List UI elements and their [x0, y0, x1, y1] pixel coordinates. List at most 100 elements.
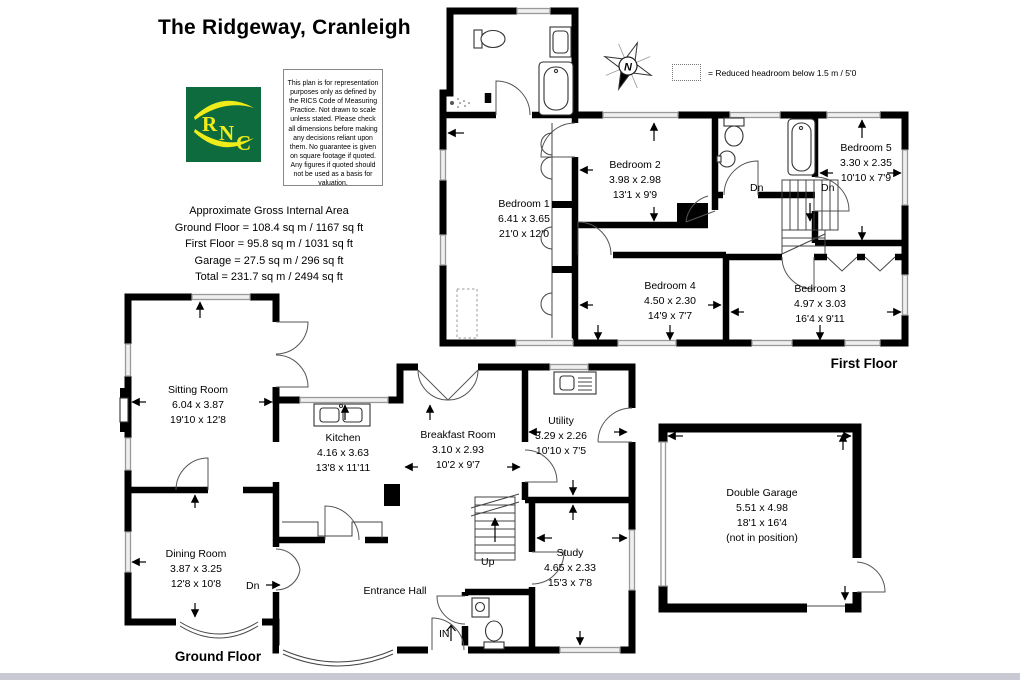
wall-pier — [384, 484, 400, 506]
toilet-icon — [723, 117, 745, 147]
room-dims-imperial: 12'8 x 10'8 — [170, 577, 222, 590]
room-label-bedroom-4: Bedroom 4 4.50 x 2.30 14'9 x 7'7 — [600, 279, 740, 324]
wc-fixtures — [471, 597, 505, 650]
compass-north-label: N — [624, 62, 633, 74]
room-name: Bedroom 2 — [609, 159, 661, 171]
toilet-icon — [483, 620, 505, 650]
room-name: Bedroom 5 — [840, 142, 892, 154]
garage-side-door — [851, 558, 886, 593]
room-dims-imperial: 19'10 x 12'8 — [170, 413, 226, 426]
garage-window — [657, 441, 669, 587]
room-label-double-garage: Double Garage 5.51 x 4.98 18'1 x 16'4 (n… — [682, 486, 842, 546]
stairs-first-floor — [781, 179, 839, 255]
stairs-ground-floor — [470, 493, 520, 561]
sink-icon — [549, 26, 572, 58]
room-dims-metric: 4.97 x 3.03 — [794, 297, 846, 310]
room-dims-imperial: 10'10 x 7'5 — [535, 444, 587, 457]
room-label-utility: Utility 3.29 x 2.26 10'10 x 7'5 — [491, 414, 631, 459]
ground-floor-windows — [123, 292, 637, 655]
room-name: Bedroom 1 — [498, 198, 550, 210]
room-name: Double Garage — [726, 487, 798, 499]
room-label-breakfast-room: Breakfast Room 3.10 x 2.93 10'2 x 9'7 — [388, 428, 528, 473]
dimension-arrows — [131, 301, 628, 646]
room-label-bedroom-1: Bedroom 1 6.41 x 3.65 21'0 x 12'0 — [454, 197, 594, 242]
room-name: Bedroom 4 — [644, 280, 696, 292]
room-label-bedroom-2: Bedroom 2 3.98 x 2.98 13'1 x 9'9 — [565, 158, 705, 203]
logo-letter-n: N — [219, 121, 234, 145]
logo-letter-r: R — [202, 112, 218, 136]
room-dims-imperial: 16'4 x 9'11 — [795, 312, 845, 325]
reduced-headroom-text: = Reduced headroom below 1.5 m / 5'0 — [708, 67, 857, 78]
room-dims-imperial: 21'0 x 12'0 — [498, 227, 550, 240]
kitchen-sink-icon — [313, 403, 371, 427]
room-name: Sitting Room — [167, 384, 229, 396]
first-floor-windows — [438, 6, 910, 348]
dn-label-first-left: Dn — [750, 182, 764, 194]
reduced-headroom-legend: = Reduced headroom below 1.5 m / 5'0 — [672, 64, 856, 81]
fireplace — [119, 388, 129, 432]
room-dims-imperial: 14'9 x 7'7 — [647, 309, 693, 322]
dimension-arrows — [667, 431, 852, 601]
room-dims-imperial: 13'1 x 9'9 — [612, 188, 658, 201]
garage-door-opening — [807, 602, 845, 614]
room-name: Study — [556, 547, 584, 559]
area-heading: Approximate Gross Internal Area — [189, 205, 349, 217]
first-floor-doors — [495, 80, 850, 290]
garage-plan — [657, 423, 886, 614]
area-summary: Approximate Gross Internal Area Ground F… — [130, 203, 408, 286]
sink-icon — [716, 150, 736, 168]
room-dims-metric: 4.65 x 2.33 — [544, 561, 596, 574]
logo-letter-c: C — [236, 131, 251, 155]
dn-label-ground: Dn — [246, 580, 260, 592]
room-label-study: Study 4.65 x 2.33 15'3 x 7'8 — [500, 546, 640, 591]
shower-icon — [450, 98, 470, 108]
room-dims-metric: 4.16 x 3.63 — [317, 446, 369, 459]
room-name: Dining Room — [165, 548, 227, 560]
room-dims-metric: 3.98 x 2.98 — [609, 173, 661, 186]
bathroom-fixtures — [450, 26, 574, 116]
room-name: Bedroom 3 — [794, 283, 846, 295]
room-dims-metric: 4.50 x 2.30 — [644, 294, 696, 307]
dimension-arrows — [447, 119, 902, 341]
logo-background — [186, 87, 261, 162]
first-floor-walls — [439, 7, 909, 347]
room-dims-imperial: 15'3 x 7'8 — [547, 576, 593, 589]
reduced-headroom-zone — [456, 288, 478, 339]
room-dims-imperial: 10'10 x 7'9 — [840, 171, 892, 184]
room-name: Entrance Hall — [363, 585, 427, 597]
area-line-total: Total = 231.7 sq m / 2494 sq ft — [195, 271, 343, 283]
bathtub-icon — [787, 118, 816, 176]
room-dims-imperial: 18'1 x 16'4 — [736, 516, 788, 529]
room-label-bedroom-3: Bedroom 3 4.97 x 3.03 16'4 x 9'11 — [750, 282, 890, 327]
room-dims-metric: 3.10 x 2.93 — [432, 443, 484, 456]
chimney-breast — [677, 203, 708, 223]
rnc-logo: R N C — [186, 87, 261, 162]
sink-icon — [471, 597, 490, 618]
compass-icon: N — [602, 40, 654, 92]
room-note: (not in position) — [726, 531, 798, 544]
area-line-ground: Ground Floor = 108.4 sq m / 1167 sq ft — [174, 221, 364, 234]
room-dims-metric: 6.04 x 3.87 — [172, 398, 224, 411]
up-label: Up — [481, 556, 495, 568]
utility-sink-icon — [553, 371, 597, 395]
room-dims-metric: 3.30 x 2.35 — [840, 156, 892, 169]
ground-floor-title: Ground Floor — [174, 649, 262, 664]
bay-window-dining — [179, 621, 259, 639]
room-label-kitchen: Kitchen 4.16 x 3.63 13'8 x 11'11 — [273, 431, 413, 476]
in-label: IN — [439, 628, 450, 640]
logo-swoosh-bottom — [194, 129, 254, 148]
area-line-first: First Floor = 95.8 sq m / 1031 sq ft — [185, 238, 353, 250]
room-name: Kitchen — [325, 432, 361, 444]
room-dims-metric: 3.29 x 2.26 — [535, 429, 587, 442]
reduced-headroom-swatch — [672, 64, 701, 81]
room-dims-imperial: 13'8 x 11'11 — [315, 461, 371, 474]
room-name: Breakfast Room — [420, 429, 496, 441]
room-label-sitting-room: Sitting Room 6.04 x 3.87 19'10 x 12'8 — [128, 383, 268, 428]
wardrobe — [540, 123, 575, 338]
in-arrow — [446, 624, 456, 641]
ground-floor-plan — [119, 292, 637, 667]
first-floor-title: First Floor — [830, 356, 898, 371]
area-line-garage: Garage = 27.5 sq m / 296 sq ft — [194, 254, 344, 267]
ground-floor-doors — [175, 321, 633, 651]
